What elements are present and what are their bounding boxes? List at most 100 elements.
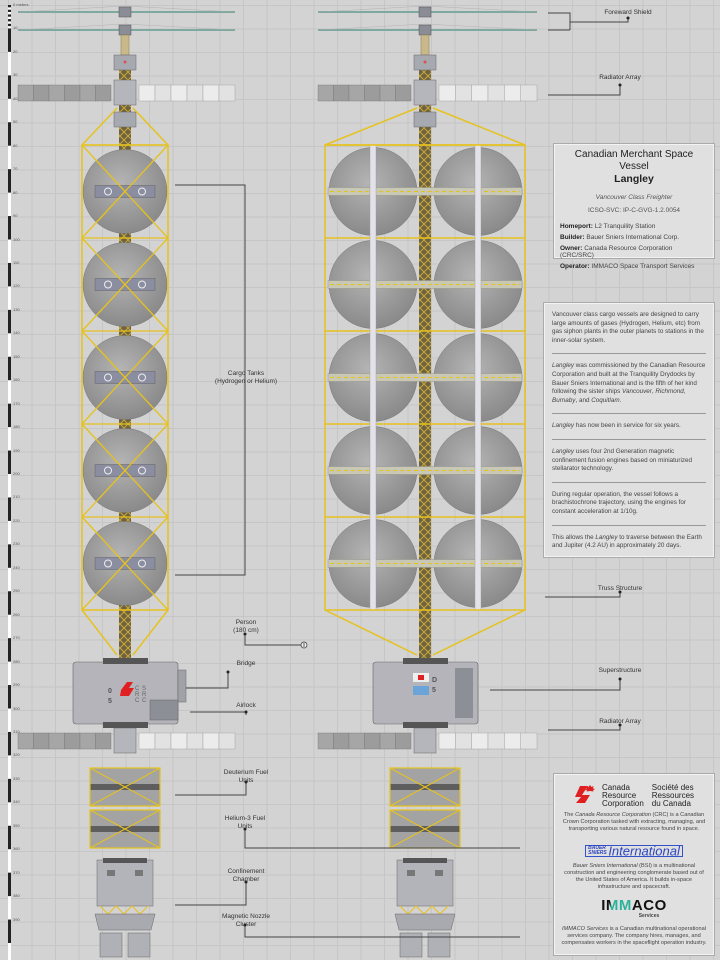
tank-valve bbox=[104, 559, 112, 568]
leader-line bbox=[548, 725, 621, 731]
chamber-cap bbox=[103, 858, 147, 863]
radiator-panel bbox=[487, 84, 505, 102]
leader-line bbox=[244, 829, 520, 849]
radiator-panel bbox=[202, 84, 220, 102]
shield-stay bbox=[424, 23, 538, 31]
ruler-label: 230 bbox=[13, 541, 20, 547]
bsi-logo-mark: BAUER SNIERS bbox=[588, 845, 607, 856]
callout-deuterium-fuel-units: Deuterium Fuel Units bbox=[223, 769, 269, 784]
hull-marking-crc: CRC bbox=[135, 686, 140, 704]
crc-name-en: Canada Resource Corporation bbox=[601, 783, 644, 808]
ruler-label: 310 bbox=[13, 728, 20, 734]
radiator-panel bbox=[395, 84, 412, 102]
radiator-panel bbox=[79, 732, 96, 750]
ruler-label: 0 meters bbox=[13, 2, 29, 7]
magnetic-nozzle bbox=[127, 932, 151, 958]
ruler-label: 30 bbox=[13, 72, 18, 78]
tank-longeron bbox=[474, 144, 482, 611]
ruler-segment bbox=[8, 778, 11, 803]
leader-dot bbox=[626, 16, 630, 20]
radiator-panel bbox=[455, 732, 472, 750]
truss-strut bbox=[324, 107, 418, 146]
radiator-panel bbox=[138, 84, 156, 102]
text: , bbox=[651, 388, 656, 396]
shield-stay bbox=[17, 23, 126, 31]
ruler-segment bbox=[8, 28, 11, 52]
ruler-fine-tick bbox=[8, 19, 11, 22]
magnetic-nozzle bbox=[399, 932, 423, 958]
fuel-truss-brace bbox=[389, 767, 461, 807]
callout-superstructure: Superstructure bbox=[598, 667, 642, 674]
truss-strut bbox=[432, 107, 526, 146]
shield-hub bbox=[118, 24, 132, 36]
ruler-label: 70 bbox=[13, 166, 18, 172]
leader-line bbox=[175, 882, 247, 906]
tank-valve bbox=[138, 466, 146, 475]
radiator-hub bbox=[413, 727, 437, 754]
chamber-port bbox=[435, 870, 443, 876]
ruler-label: 20 bbox=[13, 48, 18, 54]
ruler-label: 370 bbox=[13, 869, 20, 875]
chamber-port bbox=[107, 870, 115, 876]
ruler-label: 390 bbox=[13, 916, 20, 922]
warning-light bbox=[123, 60, 127, 64]
ship-name: Coquitlam bbox=[591, 396, 620, 404]
immaco-description: IMMACO Services is a Canadian multinatio… bbox=[560, 926, 708, 947]
chamber-cap bbox=[403, 858, 447, 863]
ruler-segment bbox=[8, 450, 11, 474]
desc-paragraph-6: This allows the Langley to traverse betw… bbox=[552, 534, 706, 559]
ruler-label: 280 bbox=[13, 658, 20, 664]
ruler-label: 270 bbox=[13, 635, 20, 641]
info-homeport: Homeport: L2 Tranquility Station bbox=[560, 223, 708, 230]
superstructure-cap bbox=[103, 722, 148, 728]
text: uses four 2nd Generation magnetic confin… bbox=[552, 447, 693, 473]
shield-stay bbox=[317, 5, 426, 13]
aux-module bbox=[113, 111, 137, 128]
callout-magnetic-nozzle-cluster: Magnetic Nozzle Cluster bbox=[221, 913, 271, 928]
deck-marking-2: 5 bbox=[432, 687, 436, 694]
ruler-label: 360 bbox=[13, 846, 20, 852]
leader-dot bbox=[244, 880, 248, 884]
leader-dot bbox=[618, 83, 622, 87]
scale-ruler bbox=[8, 5, 11, 960]
ruler-label: 80 bbox=[13, 189, 18, 195]
immaco-logo-text: ACO bbox=[631, 897, 667, 914]
text: is a Canadian multinational operational … bbox=[561, 926, 707, 946]
truss-frame bbox=[81, 144, 169, 611]
bsi-logo-text: International bbox=[608, 843, 680, 859]
info-key: Builder: bbox=[560, 234, 585, 241]
radiator-panel bbox=[64, 732, 81, 750]
truss-frame bbox=[324, 144, 526, 611]
ruler-segment bbox=[8, 685, 11, 709]
desc-paragraph-1: Vancouver class cargo vessels are design… bbox=[552, 311, 706, 355]
radiator-panel bbox=[317, 732, 334, 750]
shield-stay bbox=[424, 5, 538, 13]
radiator-panel bbox=[95, 732, 112, 750]
ruler-label: 380 bbox=[13, 893, 20, 899]
callout-truss-structure: Truss Structure bbox=[597, 585, 643, 592]
ruler-label: 320 bbox=[13, 752, 20, 758]
leader-dot bbox=[618, 677, 622, 681]
leader-line bbox=[545, 592, 621, 598]
vessel-info-panel: Canadian Merchant Space Vessel Langley V… bbox=[553, 143, 715, 270]
text: was commissioned by the Canadian Resourc… bbox=[552, 362, 706, 396]
crc-logo: Canada Resource Corporation Société des … bbox=[560, 784, 708, 808]
window bbox=[413, 686, 429, 695]
ruler-label: 300 bbox=[13, 705, 20, 711]
ship-side-view bbox=[17, 5, 236, 958]
desc-paragraph-4: Langley uses four 2nd Generation magneti… bbox=[552, 448, 706, 483]
fuel-truss-brace bbox=[89, 767, 161, 807]
radiator-panel bbox=[79, 84, 96, 102]
ruler-fine-tick bbox=[8, 23, 11, 27]
aux-module bbox=[413, 111, 437, 128]
radiator-panel bbox=[154, 732, 172, 750]
text: The bbox=[563, 812, 576, 818]
info-value: L2 Tranquility Station bbox=[592, 223, 656, 230]
ruler-segment bbox=[8, 825, 11, 850]
ruler-label: 120 bbox=[13, 283, 20, 289]
radiator-panel bbox=[218, 732, 236, 750]
deck-marking-1: D bbox=[432, 677, 438, 684]
tank-valve bbox=[138, 559, 146, 568]
